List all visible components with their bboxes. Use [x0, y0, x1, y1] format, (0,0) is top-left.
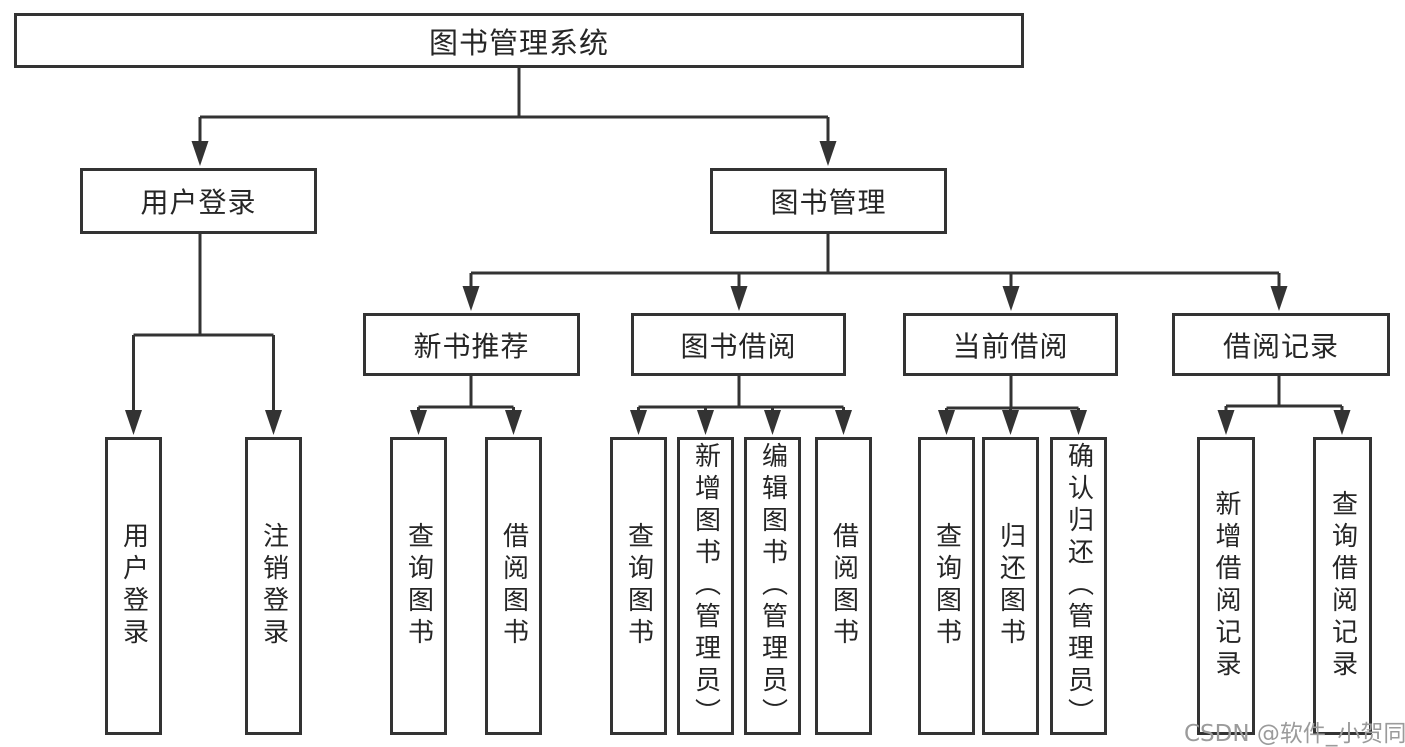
node-new-book-recommend: 新书推荐	[363, 313, 580, 376]
leaf-label: 新增借阅记录	[1211, 490, 1241, 682]
leaf-label: 编辑图书（管理员）	[757, 442, 788, 730]
node-borrow-records: 借阅记录	[1172, 313, 1390, 376]
leaf-query-borrow-record: 查询借阅记录	[1313, 437, 1372, 735]
leaf-query-books-borrowing: 查询图书	[610, 437, 667, 735]
leaf-label: 借阅图书	[498, 522, 529, 650]
leaf-edit-books-admin: 编辑图书（管理员）	[744, 437, 801, 735]
leaf-query-books-recommend: 查询图书	[390, 437, 447, 735]
leaf-label: 查询图书	[623, 522, 654, 650]
node-label: 图书借阅	[680, 329, 797, 363]
arrowhead	[410, 410, 427, 435]
node-label: 新书推荐	[413, 329, 530, 363]
arrowhead	[938, 410, 955, 435]
node-book-borrowing: 图书借阅	[631, 313, 846, 376]
leaf-label: 注销登录	[258, 522, 289, 650]
leaf-label: 借阅图书	[828, 522, 859, 650]
leaf-add-books-admin: 新增图书（管理员）	[677, 437, 734, 735]
arrowhead	[1002, 410, 1019, 435]
node-book-management: 图书管理	[710, 168, 947, 234]
leaf-label: 新增图书（管理员）	[690, 442, 721, 730]
node-current-borrowing: 当前借阅	[903, 313, 1118, 376]
arrowhead	[819, 141, 837, 166]
leaf-add-borrow-record: 新增借阅记录	[1197, 437, 1255, 735]
arrowhead	[1217, 410, 1235, 435]
leaf-label: 归还图书	[995, 522, 1026, 650]
leaf-label: 查询图书	[931, 522, 962, 650]
arrowhead	[265, 410, 282, 435]
node-label: 图书管理系统	[428, 25, 609, 60]
leaf-borrow-books-recommend: 借阅图书	[485, 437, 542, 735]
leaf-borrow-books: 借阅图书	[815, 437, 872, 735]
node-label: 当前借阅	[952, 329, 1069, 363]
leaf-label: 查询图书	[403, 522, 434, 650]
arrowhead	[697, 410, 714, 435]
arrowhead	[1270, 286, 1288, 311]
node-label: 用户登录	[140, 186, 257, 219]
node-label: 借阅记录	[1222, 329, 1339, 363]
csdn-watermark: CSDN @软件_小贺同学	[1184, 721, 1405, 747]
node-root-system: 图书管理系统	[14, 13, 1024, 68]
arrowhead	[630, 410, 647, 435]
arrowhead	[125, 410, 142, 435]
leaf-confirm-return-admin: 确认归还（管理员）	[1050, 437, 1107, 735]
leaf-query-books-current: 查询图书	[918, 437, 975, 735]
arrowhead	[764, 410, 781, 435]
leaf-label: 确认归还（管理员）	[1063, 442, 1094, 730]
node-label: 图书管理	[770, 186, 887, 219]
node-user-login: 用户登录	[80, 168, 317, 234]
leaf-label: 用户登录	[118, 522, 149, 650]
arrowhead	[462, 286, 480, 311]
leaf-user-login: 用户登录	[105, 437, 162, 735]
arrowhead	[505, 410, 522, 435]
arrowhead	[835, 410, 852, 435]
arrowhead	[1070, 410, 1087, 435]
leaf-label: 查询借阅记录	[1327, 490, 1358, 682]
leaf-return-books: 归还图书	[982, 437, 1039, 735]
arrowhead	[730, 286, 748, 311]
leaf-logout: 注销登录	[245, 437, 302, 735]
arrowhead	[1002, 286, 1020, 311]
arrowhead	[1333, 410, 1351, 435]
arrowhead	[191, 141, 209, 166]
